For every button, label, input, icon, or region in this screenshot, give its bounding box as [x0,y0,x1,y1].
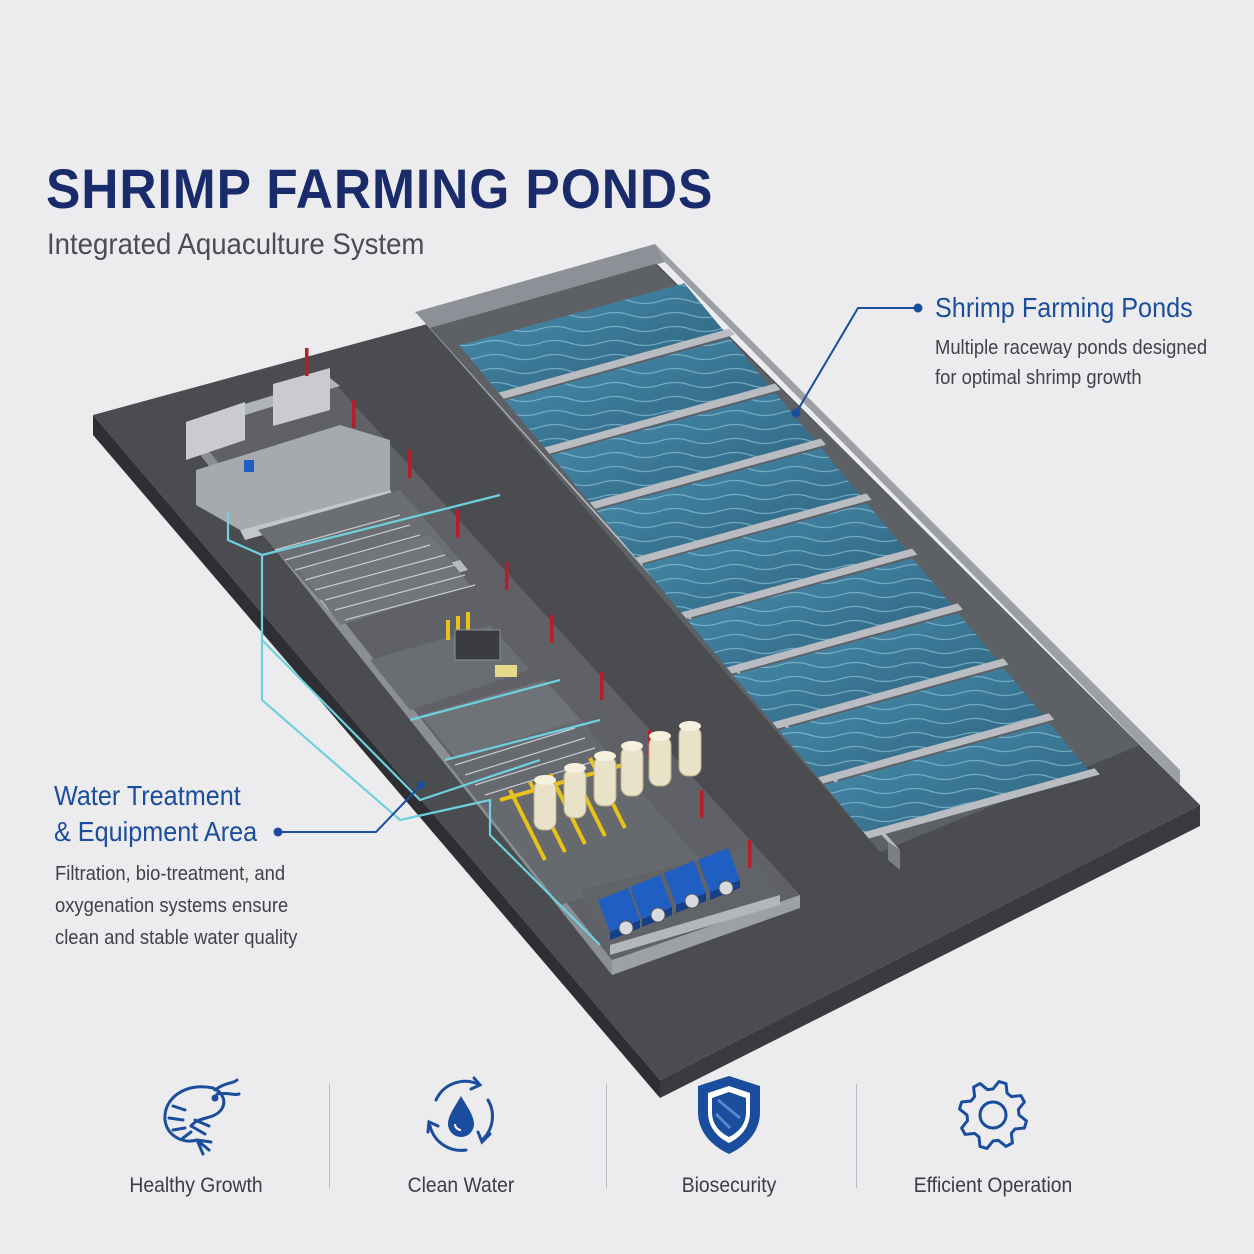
blue-pump [630,875,672,919]
red-post [456,510,460,538]
treatment-callout-desc-2: oxygenation systems ensure [55,895,289,917]
pond-cells [459,283,1100,839]
filter-tank [678,725,702,777]
filter-tank-top [594,751,616,761]
treatment-callout-desc-1: Filtration, bio-treatment, and [55,863,286,885]
red-post [748,840,752,868]
pond-divider-wall [589,438,827,509]
pond-ripples [641,503,907,613]
filter-tank [648,735,672,787]
pond-ripples [596,448,861,558]
filter-tank [593,755,617,807]
red-post [305,348,309,376]
pond-divider-wall [772,658,1009,729]
feature-divider [606,1084,607,1188]
red-post [352,400,356,428]
treatment-callout-title-1: Water Treatment [54,780,241,811]
page-subtitle: Integrated Aquaculture System [47,228,425,261]
shrimp-icon [163,1078,241,1156]
pond-divider-wall [635,493,872,564]
pond-divider-wall [726,603,963,674]
feature-clean-water: Clean Water [336,1070,586,1198]
pump-fan [684,893,700,909]
building-pump [244,460,254,472]
treatment-callout-leader [273,781,425,837]
blue-pump [664,861,706,905]
pond-ripples [459,283,724,393]
pond-ripples [550,393,815,503]
pond-ripples [733,613,998,723]
filter-tank [563,767,587,819]
gear-icon [958,1080,1028,1150]
ponds-callout-title: Shrimp Farming Ponds [935,292,1193,323]
ponds-callout-desc-1: Multiple raceway ponds designed [935,337,1208,359]
filter-tank-top [534,775,556,785]
feature-label: Biosecurity [681,1174,777,1197]
filter-tank [620,745,644,797]
water-cycle-icon [426,1076,494,1152]
pond-divider-wall [817,713,1055,784]
pond-divider-wall [544,383,781,454]
ponds-callout-desc-2: for optimal shrimp growth [935,367,1142,389]
pond-ripples [687,558,952,668]
feature-label: Efficient Operation [913,1174,1073,1197]
pond-ripples [778,668,1043,778]
pump-fan [618,920,634,936]
filter-tanks [533,721,702,831]
pond-divider-wall [681,548,918,619]
feature-label: Clean Water [407,1174,515,1197]
feature-label: Healthy Growth [129,1174,263,1197]
filter-tank-top [649,731,671,741]
pond-divider-wall [498,328,735,399]
aqua-pipes [226,493,601,946]
red-post [700,790,704,818]
feature-row: Healthy Growth Clean Water Biosecurity [0,1070,1254,1210]
blue-pumps [598,848,740,940]
panel-box [495,665,517,677]
blue-pump [698,848,740,892]
control-box [454,629,501,661]
gear-outline [958,1080,1028,1150]
pump-fan [718,880,734,896]
pump-fan [650,907,666,923]
filter-tank-top [621,741,643,751]
treatment-callout-desc-3: clean and stable water quality [55,927,298,949]
feature-biosecurity: Biosecurity [604,1070,854,1198]
blue-pump [598,888,640,932]
shield-icon [698,1076,760,1154]
feature-efficient-operation: Efficient Operation [868,1070,1118,1198]
red-post [505,562,509,590]
page-title: SHRIMP FARMING PONDS [46,157,714,220]
filter-tank-top [564,763,586,773]
filter-tank [533,779,557,831]
red-post [600,672,604,700]
pond-ripples [824,723,1089,833]
pond-ripples [504,338,770,448]
red-post [550,615,554,643]
feature-healthy-growth: Healthy Growth [71,1070,321,1198]
filter-grids [274,514,606,796]
red-post [408,450,412,478]
pond-divider-wall [863,768,1100,839]
pond-callout-leader [791,303,923,418]
feature-divider [329,1084,330,1188]
feature-divider [856,1084,857,1188]
filter-tank-top [679,721,701,731]
treatment-callout-title-2: & Equipment Area [54,816,258,847]
